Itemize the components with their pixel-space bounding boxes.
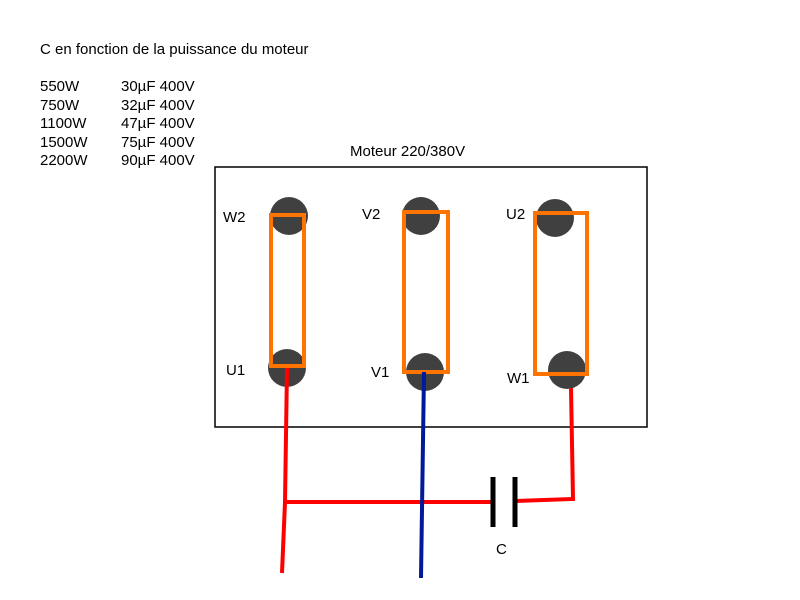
label-w1: W1 [507,370,530,387]
label-u1: U1 [226,362,245,379]
terminal-u2 [536,199,574,237]
power-value: 2200W [40,152,88,169]
power-value: 1100W [40,115,87,132]
capacitor-label: C [496,541,507,558]
capacitor-value: 32µF 400V [121,96,195,114]
wire-v1-supply [419,371,426,579]
diagram-title: C en fonction de la puissance du moteur [40,41,309,58]
wire-u1-supply [280,367,289,574]
bridge-v2-v1 [402,210,450,374]
capacitor-value: 47µF 400V [121,115,195,132]
label-w2: W2 [223,209,246,226]
power-value: 1500W [40,133,88,151]
capacitor-value: 90µF 400V [121,152,195,169]
motor-terminal-box [214,166,648,428]
wire-w1-capacitor [514,387,576,503]
label-v1: V1 [371,364,389,381]
terminal-w1 [548,351,586,389]
motor-label: Moteur 220/380V [350,143,466,160]
terminal-v2 [402,197,440,235]
power-value: 550W [40,78,80,95]
label-v2: V2 [362,206,380,223]
capacitor-value: 75µF 400V [121,133,195,151]
label-u2: U2 [506,206,525,223]
capacitor-value: 30µF 400V [121,78,195,95]
bridge-w2-u1 [269,213,306,368]
bridge-u2-w1 [533,211,589,376]
power-value: 750W [40,96,80,114]
